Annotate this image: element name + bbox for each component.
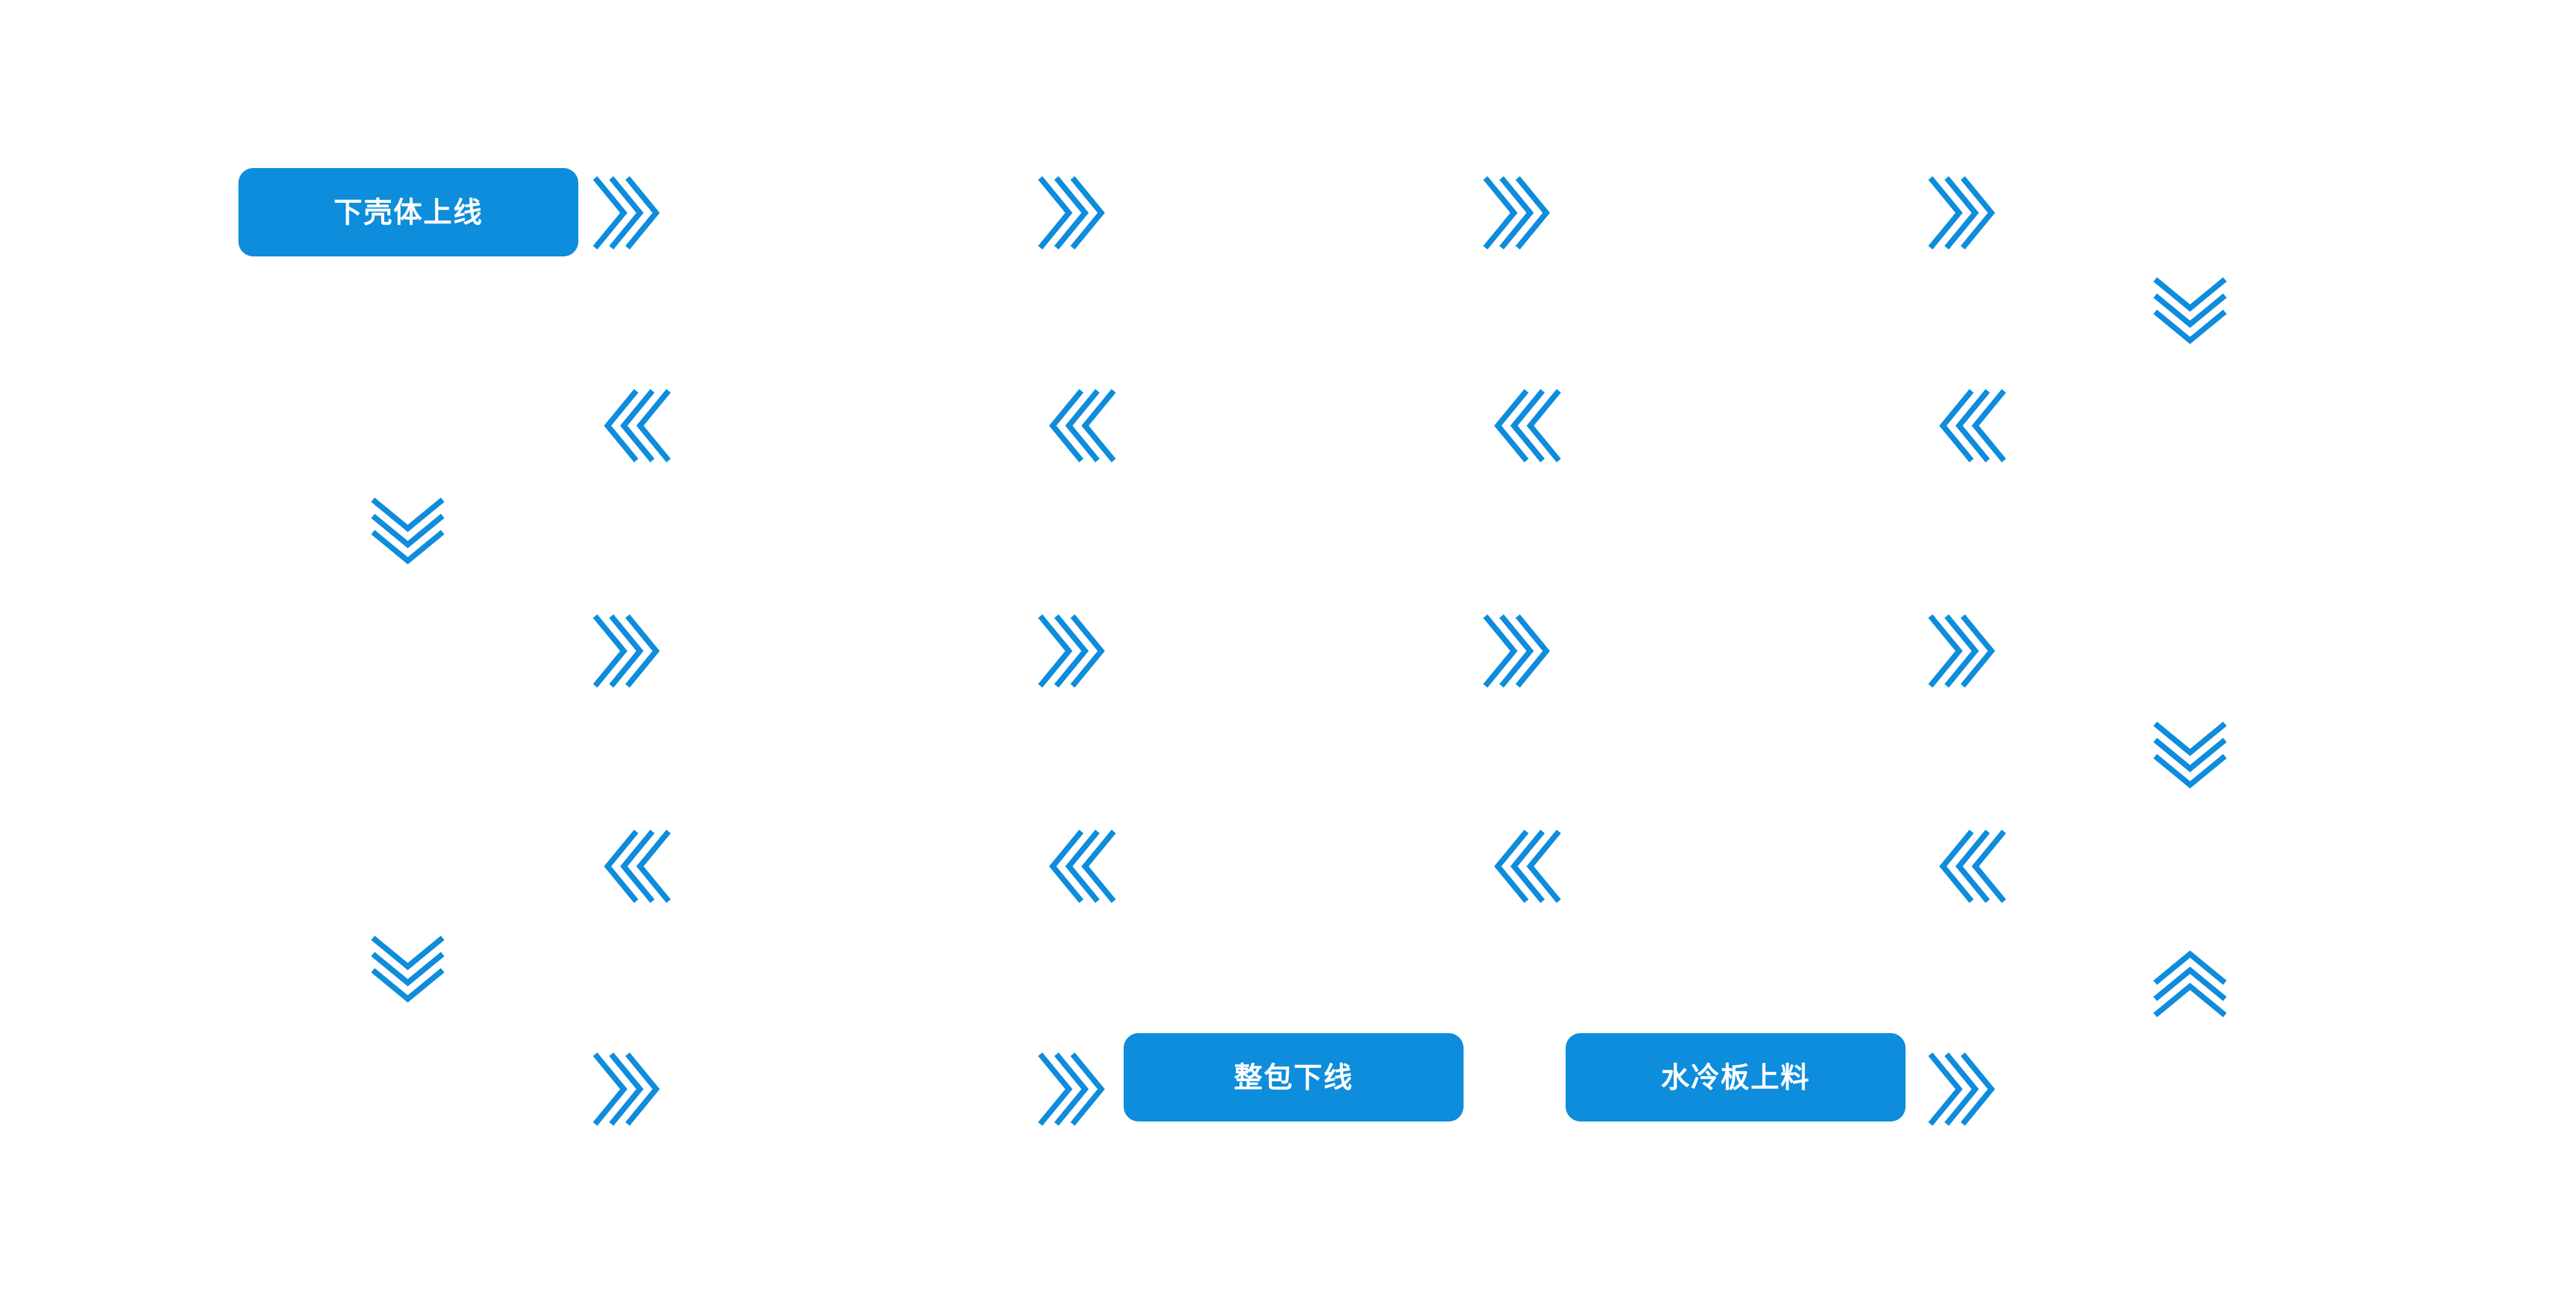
- conveyor-arrow-up: [2153, 942, 2227, 1018]
- triple-chevron-icon: [1038, 614, 1105, 688]
- triple-chevron-icon: [2153, 950, 2227, 1018]
- triple-chevron-icon: [1939, 830, 2006, 903]
- conveyor-arrow-left: [1485, 830, 1561, 903]
- station-button-cooling-plate-loading[interactable]: 水冷板上料: [1566, 1033, 1906, 1121]
- triple-chevron-icon: [1049, 389, 1116, 462]
- conveyor-arrow-right: [1928, 614, 2004, 688]
- conveyor-arrow-right: [593, 614, 669, 688]
- triple-chevron-icon: [593, 1052, 660, 1126]
- station-button-label: 水冷板上料: [1661, 1061, 1810, 1093]
- conveyor-arrow-left: [1485, 389, 1561, 462]
- conveyor-arrow-right: [1038, 1052, 1114, 1126]
- conveyor-arrow-right: [593, 176, 669, 250]
- conveyor-arrow-right: [1038, 614, 1114, 688]
- conveyor-arrow-down: [2153, 277, 2227, 353]
- triple-chevron-icon: [1049, 830, 1116, 903]
- triple-chevron-icon: [371, 497, 444, 564]
- station-button-label: 整包下线: [1234, 1061, 1353, 1093]
- conveyor-arrow-left: [1040, 389, 1116, 462]
- triple-chevron-icon: [1928, 614, 1995, 688]
- triple-chevron-icon: [593, 176, 660, 250]
- conveyor-arrow-down: [2153, 721, 2227, 797]
- triple-chevron-icon: [2153, 277, 2227, 344]
- conveyor-arrow-right: [1483, 614, 1559, 688]
- triple-chevron-icon: [1483, 176, 1550, 250]
- conveyor-arrow-right: [1483, 176, 1559, 250]
- conveyor-arrow-right: [1928, 1052, 2004, 1126]
- triple-chevron-icon: [1494, 830, 1561, 903]
- station-button-pack-offline[interactable]: 整包下线: [1124, 1033, 1464, 1121]
- triple-chevron-icon: [1928, 1052, 1995, 1126]
- conveyor-arrow-down: [371, 497, 444, 573]
- triple-chevron-icon: [1939, 389, 2006, 462]
- station-button-lower-housing-online[interactable]: 下壳体上线: [238, 168, 578, 256]
- conveyor-arrow-left: [1930, 830, 2006, 903]
- conveyor-arrow-left: [595, 389, 671, 462]
- conveyor-arrow-right: [1038, 176, 1114, 250]
- conveyor-arrow-left: [1930, 389, 2006, 462]
- triple-chevron-icon: [1038, 176, 1105, 250]
- triple-chevron-icon: [1483, 614, 1550, 688]
- triple-chevron-icon: [1928, 176, 1995, 250]
- conveyor-arrow-right: [593, 1052, 669, 1126]
- conveyor-arrow-down: [371, 935, 444, 1011]
- triple-chevron-icon: [371, 935, 444, 1003]
- conveyor-arrow-left: [595, 830, 671, 903]
- triple-chevron-icon: [604, 830, 671, 903]
- triple-chevron-icon: [1038, 1052, 1105, 1126]
- conveyor-arrow-right: [1928, 176, 2004, 250]
- triple-chevron-icon: [2153, 721, 2227, 789]
- triple-chevron-icon: [1494, 389, 1561, 462]
- conveyor-arrow-left: [1040, 830, 1116, 903]
- triple-chevron-icon: [604, 389, 671, 462]
- triple-chevron-icon: [593, 614, 660, 688]
- station-button-label: 下壳体上线: [334, 196, 483, 228]
